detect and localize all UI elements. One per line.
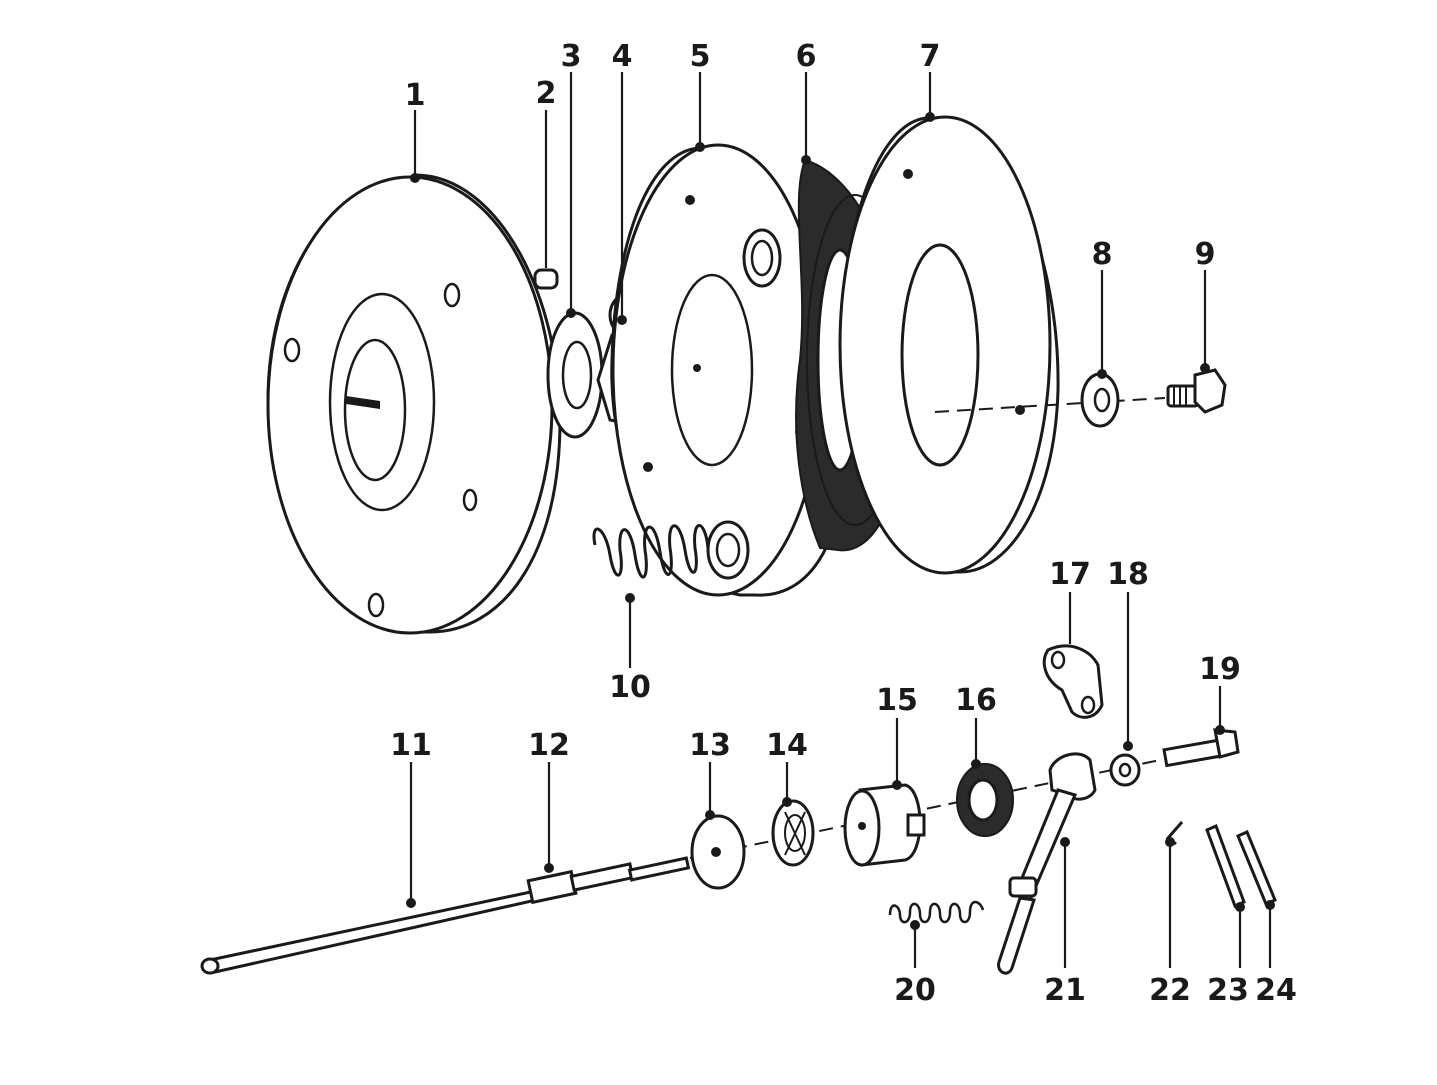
assembly-axis-line <box>934 397 1166 413</box>
leader-dot <box>695 142 705 152</box>
callout-4: 4 <box>612 39 633 74</box>
callout-7: 7 <box>920 39 941 74</box>
leader-dot <box>910 920 920 930</box>
part-10-spring <box>592 524 710 579</box>
part-1-flywheel <box>266 173 562 635</box>
part-2-pin <box>533 268 559 290</box>
callout-14: 14 <box>766 728 808 763</box>
callout-15: 15 <box>876 683 918 718</box>
leader-dot <box>1200 363 1210 373</box>
leader-dot <box>971 759 981 769</box>
callout-12: 12 <box>528 728 570 763</box>
leader-dot <box>625 593 635 603</box>
callout-layer: 1 2 3 4 5 6 7 8 9 10 <box>390 39 1297 1008</box>
callout-13: 13 <box>689 728 731 763</box>
part-15-bearing-housing <box>843 783 926 867</box>
part-16-release-bearing <box>956 763 1014 837</box>
part-9-bolt <box>1166 368 1227 414</box>
leader-dot <box>406 898 416 908</box>
part-20-lever-spring <box>888 900 985 924</box>
callout-2: 2 <box>536 76 557 111</box>
part-12-rod-end <box>526 856 691 905</box>
callout-16: 16 <box>955 683 997 718</box>
leader-dot <box>566 308 576 318</box>
part-23-pin <box>1205 823 1246 909</box>
leader-dot <box>892 780 902 790</box>
part-17-bracket <box>1042 644 1104 719</box>
leader-dot <box>1097 369 1107 379</box>
leader-dot <box>1215 725 1225 735</box>
callout-21: 21 <box>1044 973 1086 1008</box>
part-8-lock-washer <box>1080 372 1120 428</box>
leader-dot <box>705 810 715 820</box>
leader-dot <box>410 173 420 183</box>
leader-dot <box>801 155 811 165</box>
part-7-cover-plate <box>838 115 1060 575</box>
leader-dot <box>782 797 792 807</box>
leader-dot <box>1060 837 1070 847</box>
callout-9: 9 <box>1195 237 1216 272</box>
callout-11: 11 <box>390 728 432 763</box>
leader-dot <box>1165 837 1175 847</box>
leader-dot <box>925 112 935 122</box>
leader-dot <box>1265 900 1275 910</box>
leader-dot <box>544 863 554 873</box>
part-5-pressure-plate <box>610 143 847 597</box>
part-19-pivot-bolt <box>1162 728 1240 768</box>
callout-17: 17 <box>1049 557 1091 592</box>
leader-dot <box>1123 741 1133 751</box>
part-21-release-lever <box>997 752 1097 975</box>
part-3-washer <box>546 311 604 439</box>
part-24-pin <box>1236 830 1277 906</box>
callout-24: 24 <box>1255 973 1297 1008</box>
callout-6: 6 <box>796 39 817 74</box>
callout-8: 8 <box>1092 237 1113 272</box>
callout-18: 18 <box>1107 557 1149 592</box>
callout-10: 10 <box>609 670 651 705</box>
part-14-retainer <box>771 799 815 867</box>
part-18-bushing <box>1109 753 1141 787</box>
leader-dot <box>1235 902 1245 912</box>
callout-22: 22 <box>1149 973 1191 1008</box>
callout-5: 5 <box>690 39 711 74</box>
callout-1: 1 <box>405 78 426 113</box>
callout-23: 23 <box>1207 973 1249 1008</box>
part-13-thrust-washer <box>690 814 746 890</box>
leader-dot <box>617 315 627 325</box>
part-11-push-rod <box>200 888 548 975</box>
callout-3: 3 <box>561 39 582 74</box>
callout-20: 20 <box>894 973 936 1008</box>
callout-19: 19 <box>1199 652 1241 687</box>
